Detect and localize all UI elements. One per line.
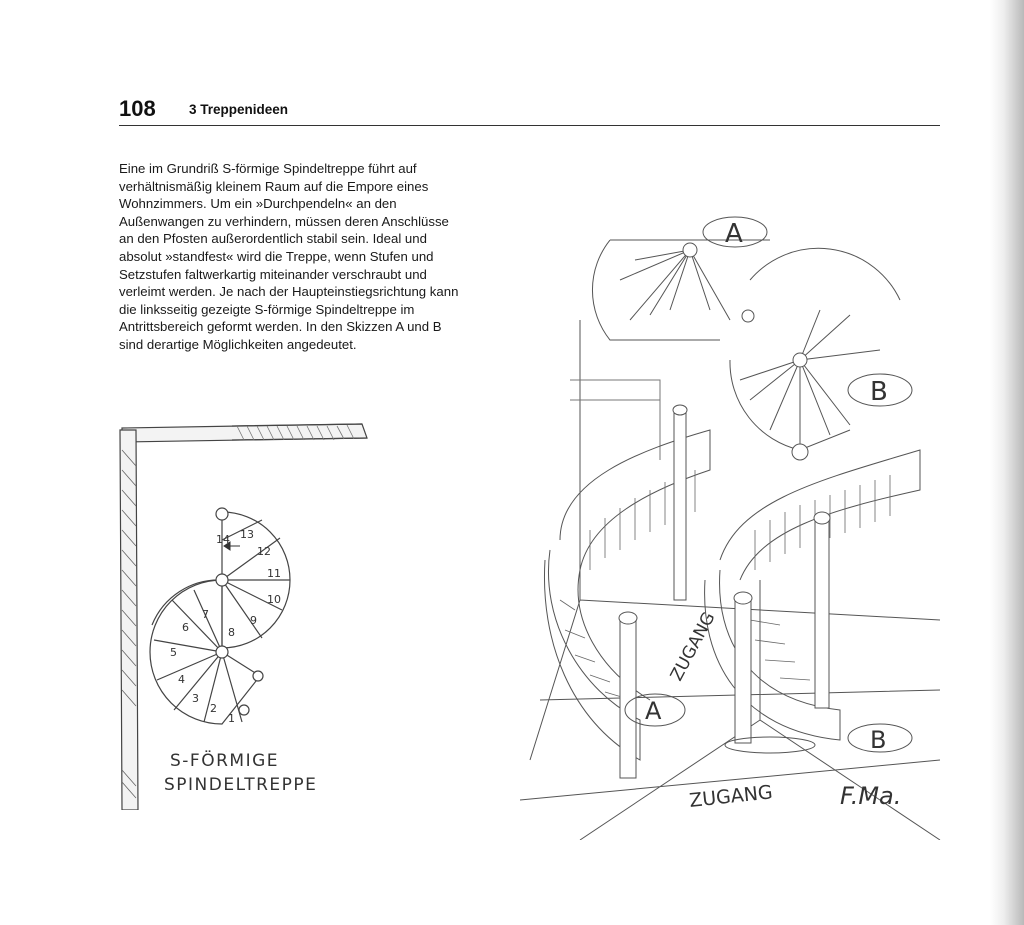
label-a-bottom: A — [645, 697, 662, 725]
step-9: 9 — [250, 614, 257, 627]
step-8: 8 — [228, 626, 235, 639]
plan-sketch-drawing: 14 13 12 11 10 9 8 7 6 5 4 3 2 1 S-FÖRMI… — [119, 423, 368, 810]
section-title: 3 Treppenideen — [189, 102, 289, 117]
page-number: 108 — [119, 96, 156, 121]
zugang-a: ZUGANG — [667, 609, 720, 684]
page-header: 108 3 Treppenideen — [119, 96, 940, 126]
step-6: 6 — [182, 621, 189, 634]
plan-caption-line2: SPINDELTREPPE — [164, 775, 317, 795]
label-b-top: B — [870, 377, 888, 407]
label-b-bottom: B — [870, 726, 886, 754]
body-text: Eine im Grundriß S-förmige Spindeltreppe… — [119, 160, 459, 354]
step-11: 11 — [267, 567, 281, 580]
perspective-sketch: A B A B ZUGANG ZUGANG F.Ma. — [520, 200, 950, 840]
step-2: 2 — [210, 702, 217, 715]
step-1: 1 — [228, 712, 235, 725]
step-4: 4 — [178, 673, 185, 686]
step-3: 3 — [192, 692, 199, 705]
page-gutter-shadow — [990, 0, 1024, 925]
step-7: 7 — [202, 608, 209, 621]
signature: F.Ma. — [840, 782, 901, 810]
plan-caption-line1: S-FÖRMIGE — [170, 749, 279, 771]
body-paragraph: Eine im Grundriß S-förmige Spindeltreppe… — [119, 161, 459, 352]
plan-sketch: 14 13 12 11 10 9 8 7 6 5 4 3 2 1 S-FÖRMI… — [112, 410, 412, 810]
label-a-top: A — [725, 219, 743, 249]
step-13: 13 — [240, 528, 254, 541]
step-5: 5 — [170, 646, 177, 659]
header-rule — [119, 125, 940, 126]
step-12: 12 — [257, 545, 271, 558]
perspective-sketch-drawing: A B A B ZUGANG ZUGANG F.Ma. — [520, 216, 941, 840]
step-10: 10 — [267, 593, 281, 606]
zugang-b: ZUGANG — [688, 781, 773, 812]
step-14: 14 — [216, 533, 230, 546]
direction-arrow-icon — [223, 541, 240, 551]
